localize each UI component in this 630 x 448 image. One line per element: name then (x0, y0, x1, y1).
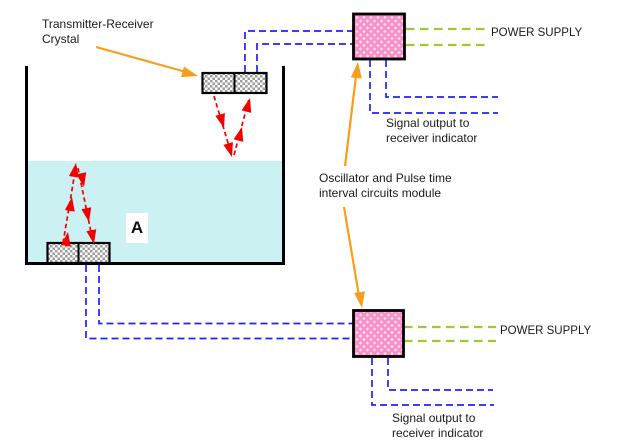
pointer-arrow-module-top (343, 62, 362, 167)
wires-bottom-crystal-to-module (85, 265, 353, 340)
signal-output-label-top: Signal output to receiver indicator (386, 116, 478, 145)
pointer-arrow-crystal-label (95, 45, 198, 78)
transmitter-crystal-label: Transmitter-Receiver Crystal (42, 17, 154, 46)
oscillator-module-top (352, 12, 406, 61)
ultrasonic-wave-bottom (60, 163, 97, 247)
wires-top-module-output (369, 60, 498, 114)
point-a-marker: A (126, 213, 148, 243)
point-a-label: A (130, 218, 144, 237)
wires-bottom-module-output (371, 358, 494, 406)
wires-power-supply-top (406, 27, 490, 47)
signal-output-label-bottom: Signal output to receiver indicator (392, 411, 484, 440)
transmitter-receiver-crystal-top (201, 71, 268, 95)
power-supply-label-bottom: POWER SUPPLY (500, 325, 592, 337)
oscillator-module-label: Oscillator and Pulse time interval circu… (319, 171, 452, 200)
wires-power-supply-bottom (404, 325, 496, 343)
wires-top-crystal-to-module (244, 30, 353, 72)
ultrasonic-wave-top (213, 95, 252, 157)
pointer-arrow-module-bottom (342, 206, 365, 308)
transmitter-receiver-crystal-bottom (46, 241, 111, 265)
oscillator-module-bottom (352, 309, 405, 358)
power-supply-label-top: POWER SUPPLY (491, 27, 583, 39)
